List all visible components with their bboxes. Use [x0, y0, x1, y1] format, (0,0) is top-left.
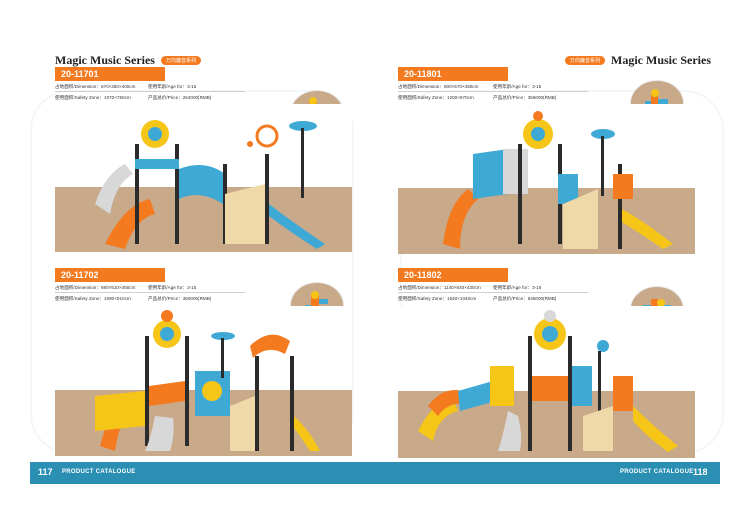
spec-age: 使用年龄/Age for：3-15: [493, 285, 541, 291]
footer-label: PRODUCT CATALOGUE: [62, 469, 136, 475]
divider: [398, 91, 588, 92]
spec-value: 690×510×450cm: [100, 285, 136, 290]
series-badge: 万向魔音系列: [160, 56, 201, 65]
spec-price: 产品总价/Price：264000(RMB): [148, 95, 211, 101]
spec-label: 使用年龄/Age for：: [148, 84, 188, 89]
spec-label: 产品总价/Price：: [493, 95, 528, 100]
spec-label: 占地面积/Dimension：: [398, 285, 444, 290]
spec-dimension: 占地面积/Dimension：690×510×450cm: [55, 285, 135, 291]
spec-value: 3-15: [187, 285, 197, 290]
series-header-left: Magic Music Series 万向魔音系列: [55, 53, 201, 68]
spec-value: 264000(RMB): [182, 95, 212, 100]
spec-value: 1540×1040cm: [447, 296, 477, 301]
spec-label: 使用面积/Safety Zone：: [398, 296, 448, 301]
spec-value: 356000(RMB): [527, 95, 557, 100]
footer-bar: PRODUCT CATALOGUE 118: [375, 462, 720, 484]
spec-label: 产品总价/Price：: [493, 296, 528, 301]
spec-label: 使用面积/Safety Zone：: [55, 296, 105, 301]
divider: [55, 91, 245, 92]
spec-label: 占地面积/Dimension：: [398, 84, 444, 89]
spec-label: 使用面积/Safety Zone：: [398, 95, 448, 100]
product-code-bar: 20-11701: [55, 67, 165, 81]
spec-dimension: 占地面积/Dimension：1140×640×430cm: [398, 285, 481, 291]
divider: [398, 292, 588, 293]
spec-value: 3-15: [532, 285, 542, 290]
spec-value: 546000(RMB): [527, 296, 557, 301]
spec-value: 350000(RMB): [182, 296, 212, 301]
spec-value: 1140×640×430cm: [443, 285, 481, 290]
spec-label: 产品总价/Price：: [148, 95, 183, 100]
series-title: Magic Music Series: [55, 53, 155, 67]
series-header-right: 万向魔音系列 Magic Music Series: [565, 53, 711, 68]
spec-dimension: 占地面积/Dimension：800×570×450cm: [398, 84, 478, 90]
right-page: 万向魔音系列 Magic Music Series 20-11801 占地面积/…: [375, 0, 750, 530]
divider: [55, 292, 245, 293]
spec-age: 使用年龄/Age for：3-15: [493, 84, 541, 90]
spec-safety-zone: 使用面积/Safety Zone：1090×910cm: [55, 296, 131, 302]
spec-label: 使用面积/Safety Zone：: [55, 95, 105, 100]
spec-price: 产品总价/Price：546000(RMB): [493, 296, 556, 302]
product-illustration: [398, 306, 695, 458]
spec-safety-zone: 使用面积/Safety Zone：1070×750cm: [55, 95, 131, 101]
product-illustration: [55, 104, 352, 252]
product-code-bar: 20-11802: [398, 268, 508, 282]
spec-dimension: 占地面积/Dimension：670×350×400cm: [55, 84, 135, 90]
left-page: Magic Music Series 万向魔音系列 20-11701 占地面积/…: [30, 53, 375, 484]
spec-label: 使用年龄/Age for：: [493, 84, 533, 89]
spec-value: 3-15: [532, 84, 542, 89]
spec-label: 占地面积/Dimension：: [55, 285, 101, 290]
footer-label: PRODUCT CATALOGUE: [620, 469, 694, 475]
spec-age: 使用年龄/Age for：3-15: [148, 84, 196, 90]
spec-price: 产品总价/Price：350000(RMB): [148, 296, 211, 302]
spec-value: 1090×910cm: [104, 296, 131, 301]
spec-value: 1070×750cm: [104, 95, 131, 100]
spec-age: 使用年龄/Age for：3-15: [148, 285, 196, 291]
spec-safety-zone: 使用面积/Safety Zone：1200×970cm: [398, 95, 474, 101]
spec-price: 产品总价/Price：356000(RMB): [493, 95, 556, 101]
spec-value: 670×350×400cm: [100, 84, 136, 89]
page-number: 118: [693, 467, 708, 477]
page-number: 117: [38, 467, 53, 477]
spec-label: 使用年龄/Age for：: [148, 285, 188, 290]
product-illustration: [398, 104, 695, 254]
product-illustration: [55, 306, 352, 456]
spec-label: 占地面积/Dimension：: [55, 84, 101, 89]
spec-value: 3-15: [187, 84, 197, 89]
footer-bar: 117 PRODUCT CATALOGUE: [30, 462, 375, 484]
spec-label: 产品总价/Price：: [148, 296, 183, 301]
product-code-bar: 20-11702: [55, 268, 165, 282]
spec-value: 1200×970cm: [447, 95, 474, 100]
spec-safety-zone: 使用面积/Safety Zone：1540×1040cm: [398, 296, 476, 302]
series-badge: 万向魔音系列: [565, 56, 606, 65]
series-title: Magic Music Series: [611, 53, 711, 67]
spec-label: 使用年龄/Age for：: [493, 285, 533, 290]
product-code-bar: 20-11801: [398, 67, 508, 81]
spec-value: 800×570×450cm: [443, 84, 479, 89]
